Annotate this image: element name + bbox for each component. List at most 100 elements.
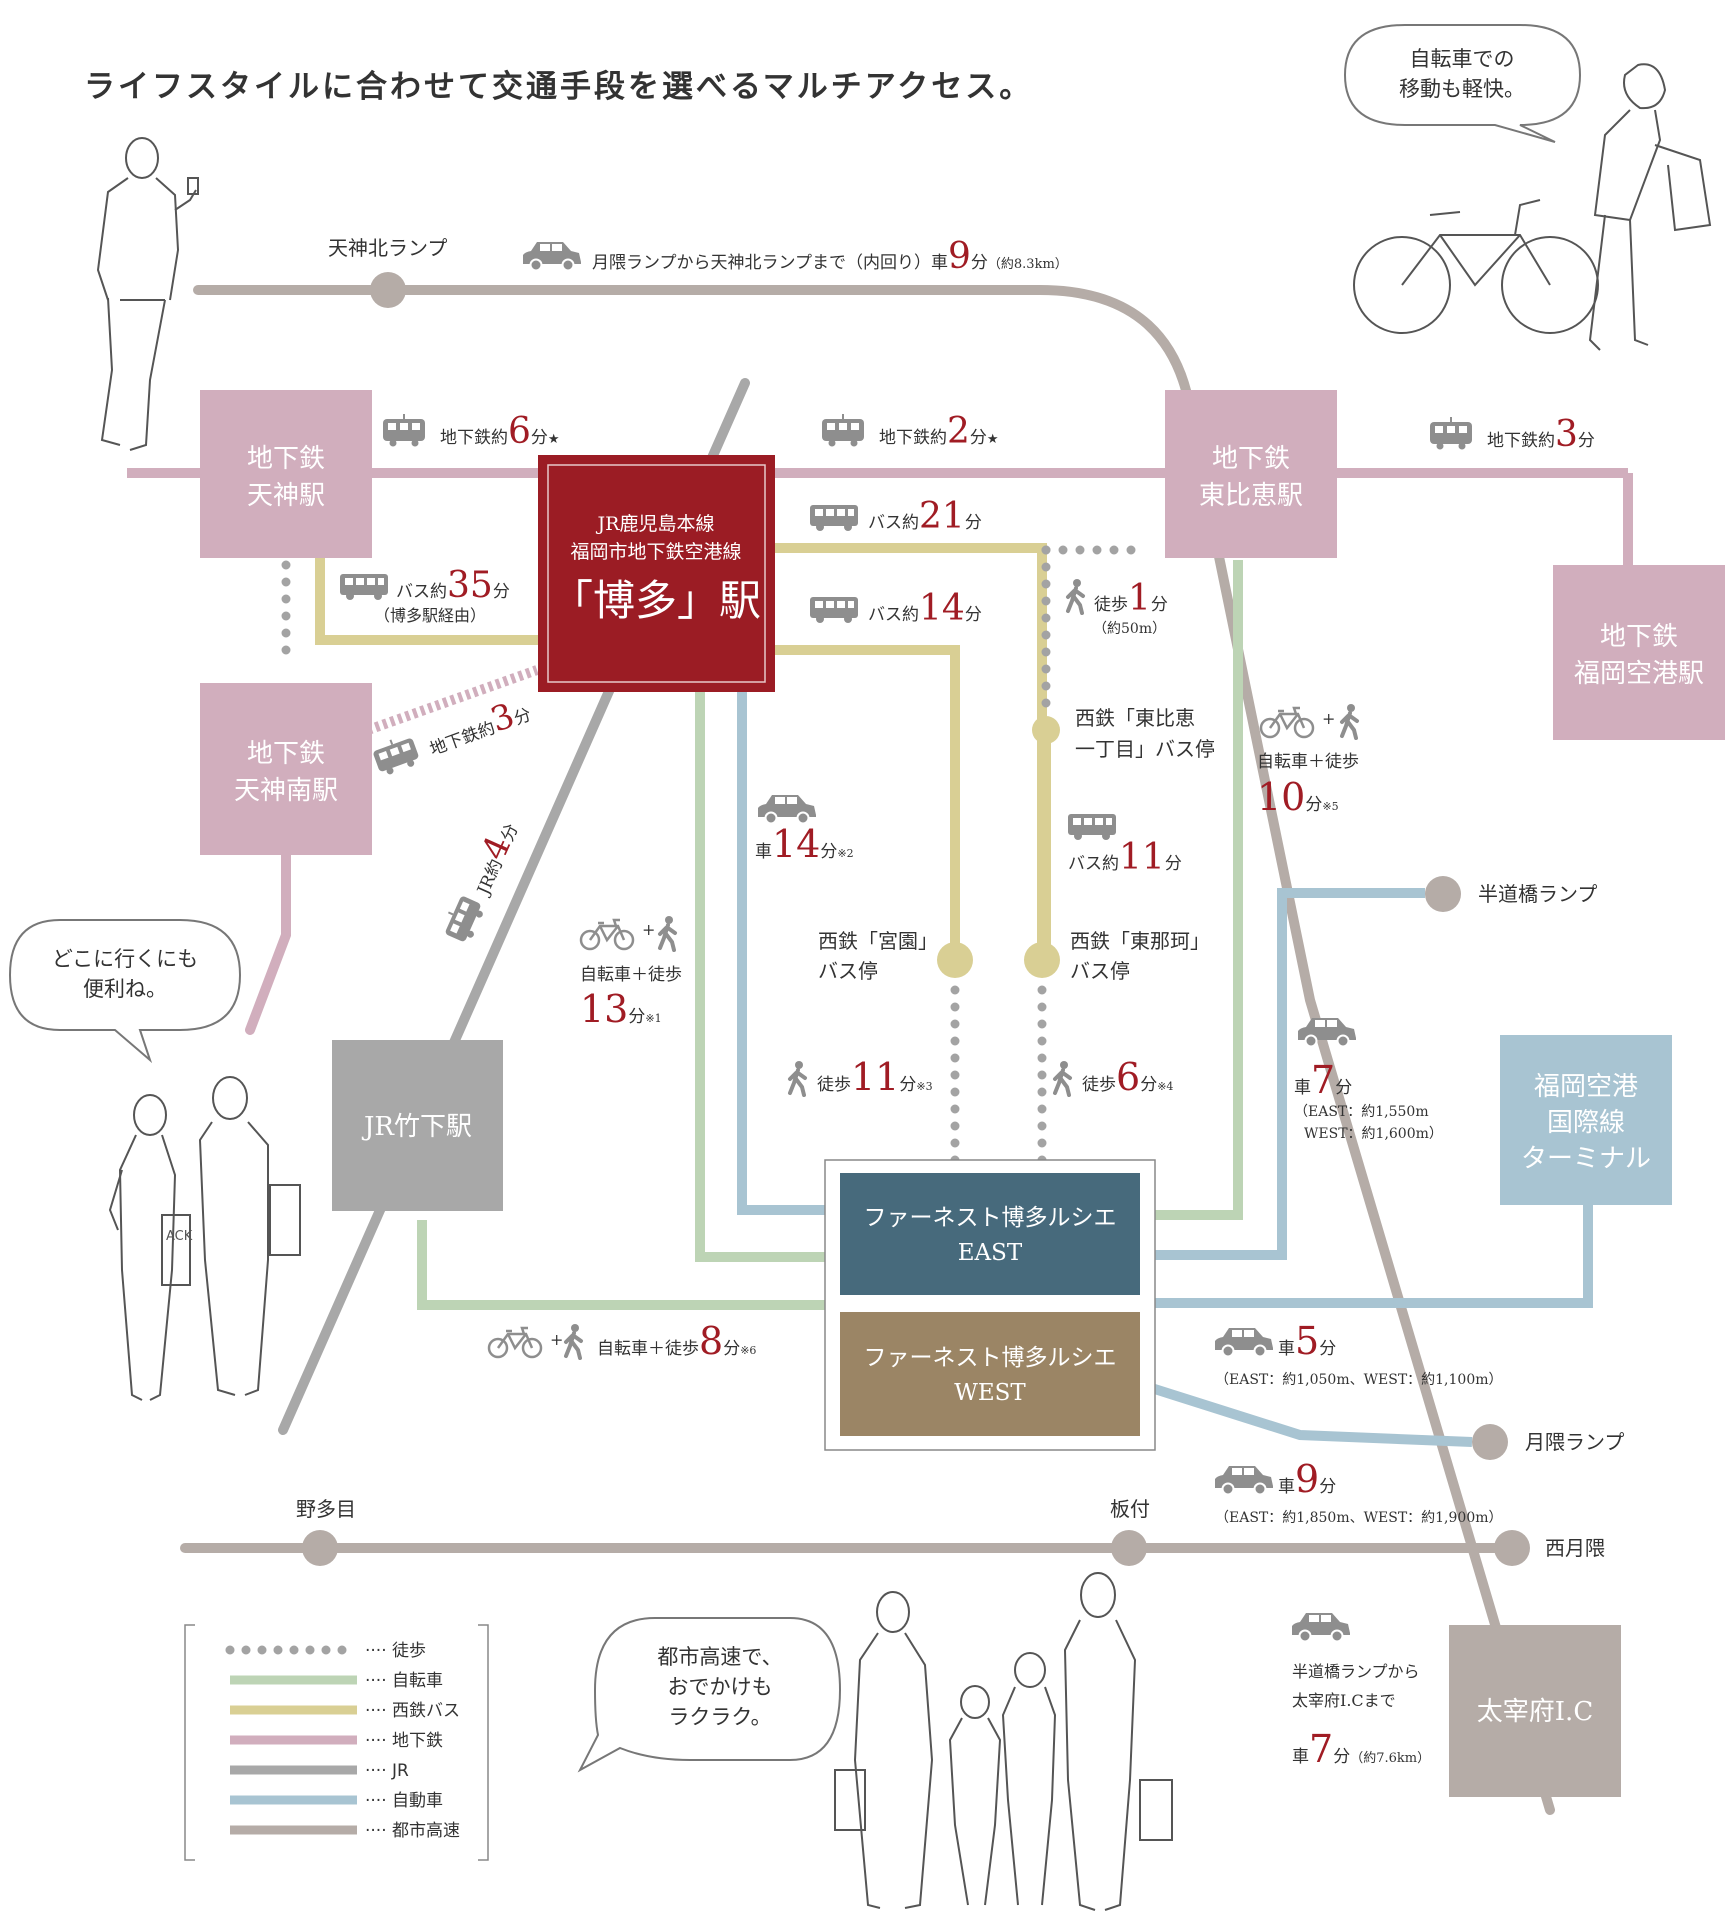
svg-text:+: + (550, 1330, 563, 1349)
svg-text:自転車＋徒歩: 自転車＋徒歩 (580, 965, 682, 985)
busstop-miyazono: 西鉄「宮園」 バス停 (818, 929, 938, 983)
svg-text:車9分: 車9分 (1278, 1457, 1336, 1501)
svg-text:地下鉄約3分: 地下鉄約3分 (1487, 414, 1595, 455)
node-tenjinkita: 天神北ランプ (328, 236, 447, 260)
legend-label: ···· JR (365, 1761, 409, 1781)
svg-text:どこに行くにも: どこに行くにも (52, 947, 198, 971)
station-tenjin-minami-line2: 天神南駅 (234, 776, 338, 806)
svg-text:徒歩1分: 徒歩1分 (1094, 578, 1168, 619)
station-tenjin[interactable]: 地下鉄 天神駅 (200, 390, 372, 558)
svg-text:（EAST：約1,550m: （EAST：約1,550m (1294, 1104, 1429, 1120)
route-dazaifu-car: 半道橋ランプから 太宰府I.Cまで 車7分（約7.6km） (1291, 1612, 1430, 1771)
busstop-higashihie-1: 西鉄「東比恵 一丁目」バス停 (1075, 706, 1215, 761)
route-walk1: 徒歩1分 （約50m） (1066, 577, 1168, 637)
subway-lines (127, 468, 1633, 1035)
station-tenjin-minami[interactable]: 地下鉄 天神南駅 (200, 683, 372, 855)
station-airport-line1: 地下鉄 (1600, 622, 1678, 652)
intl-terminal[interactable]: 福岡空港 国際線 ターミナル (1500, 1035, 1672, 1205)
svg-text:+: + (642, 920, 655, 939)
route-bus11: バス約11分 (1068, 814, 1182, 878)
station-airport-line2: 福岡空港駅 (1574, 659, 1704, 689)
bubble-family: 都市高速で、 おでかけも ラクラク。 (577, 1617, 842, 1773)
property-east-line1: ファーネスト博多ルシエ (864, 1205, 1117, 1231)
svg-text:西鉄「東比恵: 西鉄「東比恵 (1075, 706, 1195, 730)
svg-text:月隈ランプから天神北ランプまで（内回り）車9分（約8.3km: 月隈ランプから天神北ランプまで（内回り）車9分（約8.3km） (592, 236, 1068, 277)
station-higashihie[interactable]: 地下鉄 東比恵駅 (1165, 390, 1337, 558)
legend-item: ···· 自動車 (230, 1791, 443, 1811)
page-title: ライフスタイルに合わせて交通手段を選べるマルチアクセス。 (84, 69, 1033, 105)
svg-text:13分※1: 13分※1 (580, 987, 662, 1031)
legend-label: ···· 西鉄バス (365, 1701, 460, 1721)
route-car7: 車7分 （EAST：約1,550m WEST：約1,600m） (1294, 1017, 1443, 1142)
property-west-line1: ファーネスト博多ルシエ (864, 1345, 1117, 1371)
svg-text:ラクラク。: ラクラク。 (668, 1705, 771, 1729)
legend: ···· 徒歩 ···· 自転車 ···· 西鉄バス ···· 地下鉄 ···· JR ·… (184, 1624, 489, 1861)
route-jr4: JR約4分 (438, 815, 526, 946)
svg-text:バス停: バス停 (1070, 959, 1130, 983)
route-bus21: バス約21分 (810, 496, 982, 537)
svg-text:自転車＋徒歩8分※6: 自転車＋徒歩8分※6 (597, 1319, 756, 1363)
busstop-higashinaka: 西鉄「東那珂」 バス停 (1070, 929, 1210, 983)
svg-text:（EAST：約1,850m、WEST：約1,900m）: （EAST：約1,850m、WEST：約1,900m） (1215, 1510, 1503, 1526)
svg-text:（EAST：約1,050m、WEST：約1,100m）: （EAST：約1,050m、WEST：約1,100m） (1215, 1372, 1503, 1388)
property-block[interactable]: ファーネスト博多ルシエ EAST ファーネスト博多ルシエ WEST (824, 1159, 1156, 1451)
svg-text:車5分: 車5分 (1278, 1319, 1336, 1363)
station-higashihie-line2: 東比恵駅 (1199, 481, 1303, 511)
svg-text:WEST：約1,600m）: WEST：約1,600m） (1304, 1126, 1443, 1142)
legend-item: ···· JR (230, 1761, 409, 1781)
svg-text:徒歩6分※4: 徒歩6分※4 (1082, 1055, 1173, 1099)
station-fukuoka-airport[interactable]: 地下鉄 福岡空港駅 (1553, 565, 1725, 740)
bubble-bike: 自転車での 移動も軽快。 (1343, 24, 1582, 143)
svg-text:徒歩11分※3: 徒歩11分※3 (817, 1055, 933, 1099)
dazaifu-ic-name: 太宰府I.C (1477, 1697, 1593, 1727)
svg-text:JR約4分: JR約4分 (458, 815, 526, 902)
route-hakata-higashihie-subway: 地下鉄約2分★ (821, 411, 999, 452)
intl-terminal-line2: 国際線 (1547, 1108, 1625, 1138)
station-takeshita[interactable]: JR竹下駅 (332, 1040, 503, 1211)
svg-text:便利ね。: 便利ね。 (83, 977, 167, 1001)
svg-text:地下鉄約2分★: 地下鉄約2分★ (879, 411, 999, 452)
expressway-nodes (302, 272, 1530, 1566)
bubble-couple: どこに行くにも 便利ね。 (8, 919, 242, 1064)
legend-item: ···· 自転車 (230, 1671, 443, 1691)
legend-label: ···· 徒歩 (365, 1641, 426, 1661)
station-tenjin-line1: 地下鉄 (247, 444, 325, 474)
svg-text:地下鉄約3分: 地下鉄約3分 (422, 690, 536, 764)
svg-text:西鉄「東那珂」: 西鉄「東那珂」 (1070, 929, 1210, 953)
route-tenjin-hakata-subway: 地下鉄約6分★ (382, 411, 560, 452)
legend-label: ···· 地下鉄 (365, 1731, 443, 1751)
intl-terminal-line3: ターミナル (1521, 1144, 1651, 1174)
bicycle-lines (417, 560, 1243, 1310)
svg-text:（約50m）: （約50m） (1093, 621, 1166, 637)
bag-text: ACK (166, 1229, 193, 1244)
illustration-businessman (96, 137, 199, 451)
legend-item: ···· 地下鉄 (230, 1731, 443, 1751)
svg-text:自転車＋徒歩: 自転車＋徒歩 (1257, 752, 1359, 772)
svg-text:太宰府I.Cまで: 太宰府I.Cまで (1292, 1691, 1396, 1710)
station-hakata-line2: 福岡市地下鉄空港線 (570, 541, 741, 563)
legend-item: ···· 徒歩 (225, 1641, 426, 1661)
subway-tenjinminami-link (366, 665, 539, 735)
node-itatsuki: 板付 (1110, 1497, 1150, 1521)
station-higashihie-line1: 地下鉄 (1212, 444, 1290, 474)
legend-label: ···· 自転車 (365, 1671, 443, 1691)
station-tenjin-minami-line1: 地下鉄 (247, 739, 325, 769)
property-east[interactable]: ファーネスト博多ルシエ EAST (840, 1173, 1140, 1295)
property-west[interactable]: ファーネスト博多ルシエ WEST (840, 1312, 1140, 1436)
legend-item: ···· 都市高速 (230, 1821, 460, 1841)
bus-stops (937, 716, 1060, 978)
svg-text:自転車での: 自転車での (1410, 47, 1515, 71)
property-west-line2: WEST (954, 1380, 1026, 1406)
station-hakata[interactable]: JR鹿児島本線 福岡市地下鉄空港線 「博多」駅 (538, 455, 775, 692)
svg-text:半道橋ランプから: 半道橋ランプから (1292, 1662, 1420, 1681)
node-tsukiguma: 月隈ランプ (1525, 1430, 1624, 1454)
route-bike13: + 自転車＋徒歩 13分※1 (579, 914, 682, 1031)
svg-text:地下鉄約6分★: 地下鉄約6分★ (440, 411, 560, 452)
station-takeshita-name: JR竹下駅 (361, 1112, 472, 1142)
svg-text:都市高速で、: 都市高速で、 (657, 1645, 782, 1669)
dazaifu-ic[interactable]: 太宰府I.C (1449, 1625, 1621, 1797)
station-hakata-name: 「博多」駅 (551, 576, 761, 625)
intl-terminal-line1: 福岡空港 (1534, 1072, 1638, 1102)
route-bike10: + 自転車＋徒歩 10分※5 (1257, 702, 1359, 819)
svg-text:バス約11分: バス約11分 (1068, 837, 1182, 878)
